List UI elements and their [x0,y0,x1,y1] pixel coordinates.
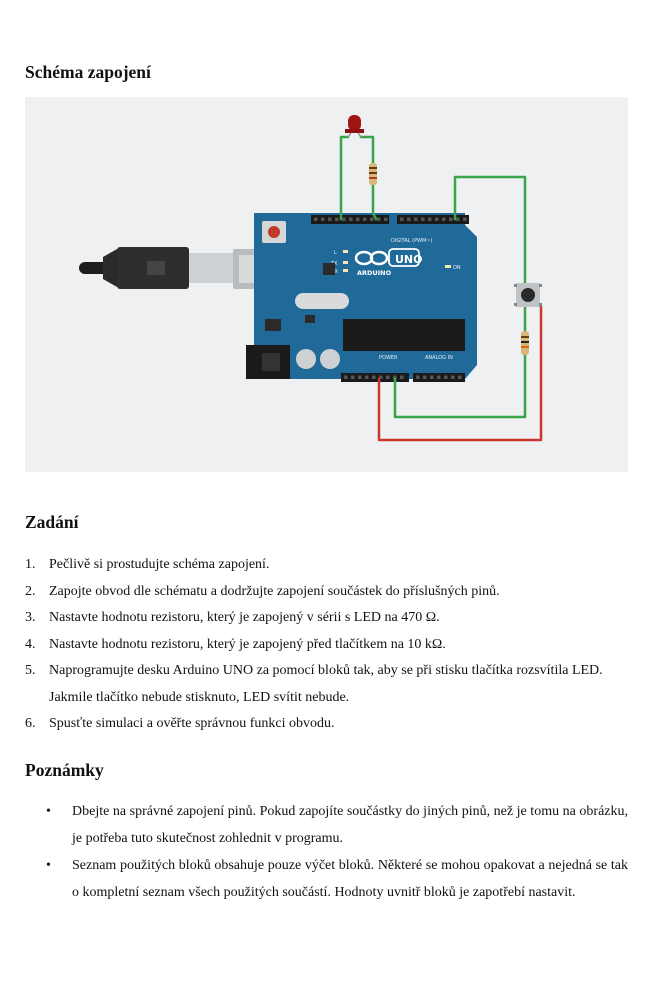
wire-button-pin [453,175,527,285]
list-item: 4.Nastavte hodnotu rezistoru, který je z… [25,636,446,652]
wire-led-gnd [339,135,350,221]
section-title-schema: Schéma zapojení [25,62,151,82]
microcontroller-chip [343,319,465,351]
list-item: •Dbejte na správné zapojení pinů. Pokud … [46,799,628,852]
wire-resistor-pin [371,183,378,221]
list-item: 2.Zapojte obvod dle schématu a dodržujte… [25,583,500,599]
model-label: UNO [395,253,423,266]
resistor-button [521,331,529,355]
resistor-led [369,163,377,185]
arduino-logo: UNO ARDUINO [354,248,423,277]
push-button [514,283,542,307]
list-item: 6.Spusťte simulaci a ověřte správnou fun… [25,716,335,731]
list-item: 5.Naprogramujte desku Arduino UNO za pom… [25,663,603,705]
list-item: •Seznam použitých bloků obsahuje pouze v… [46,853,628,906]
task-list: 1.Pečlivě si prostudujte schéma zapojení… [25,552,625,738]
list-item: 3.Nastavte hodnotu rezistoru, který je z… [25,610,440,625]
digital-label: DIGITAL (PWM~) [391,238,433,244]
list-item: 1.Pečlivě si prostudujte schéma zapojení… [25,557,270,572]
section-title-notes: Poznámky [25,760,104,780]
bullet-icon: • [46,858,51,873]
brand-label: ARDUINO [357,269,392,277]
bullet-icon: • [46,804,51,819]
led [345,115,364,138]
power-label: POWER [379,355,398,361]
on-label: ON [453,265,461,271]
notes-list: •Dbejte na správné zapojení pinů. Pokud … [46,799,628,907]
wire-5v [377,305,543,442]
analog-label: ANALOG IN [425,355,453,361]
circuit-diagram: DIGITAL (PWM~) UNO ARDUINO L TX RX ON [25,97,628,472]
wire-led-resistor [359,135,375,165]
section-title-task: Zadání [25,512,79,532]
arduino-board: DIGITAL (PWM~) UNO ARDUINO L TX RX ON [246,213,477,382]
wire-button-gnd [393,359,527,419]
l-label: L [334,250,337,256]
